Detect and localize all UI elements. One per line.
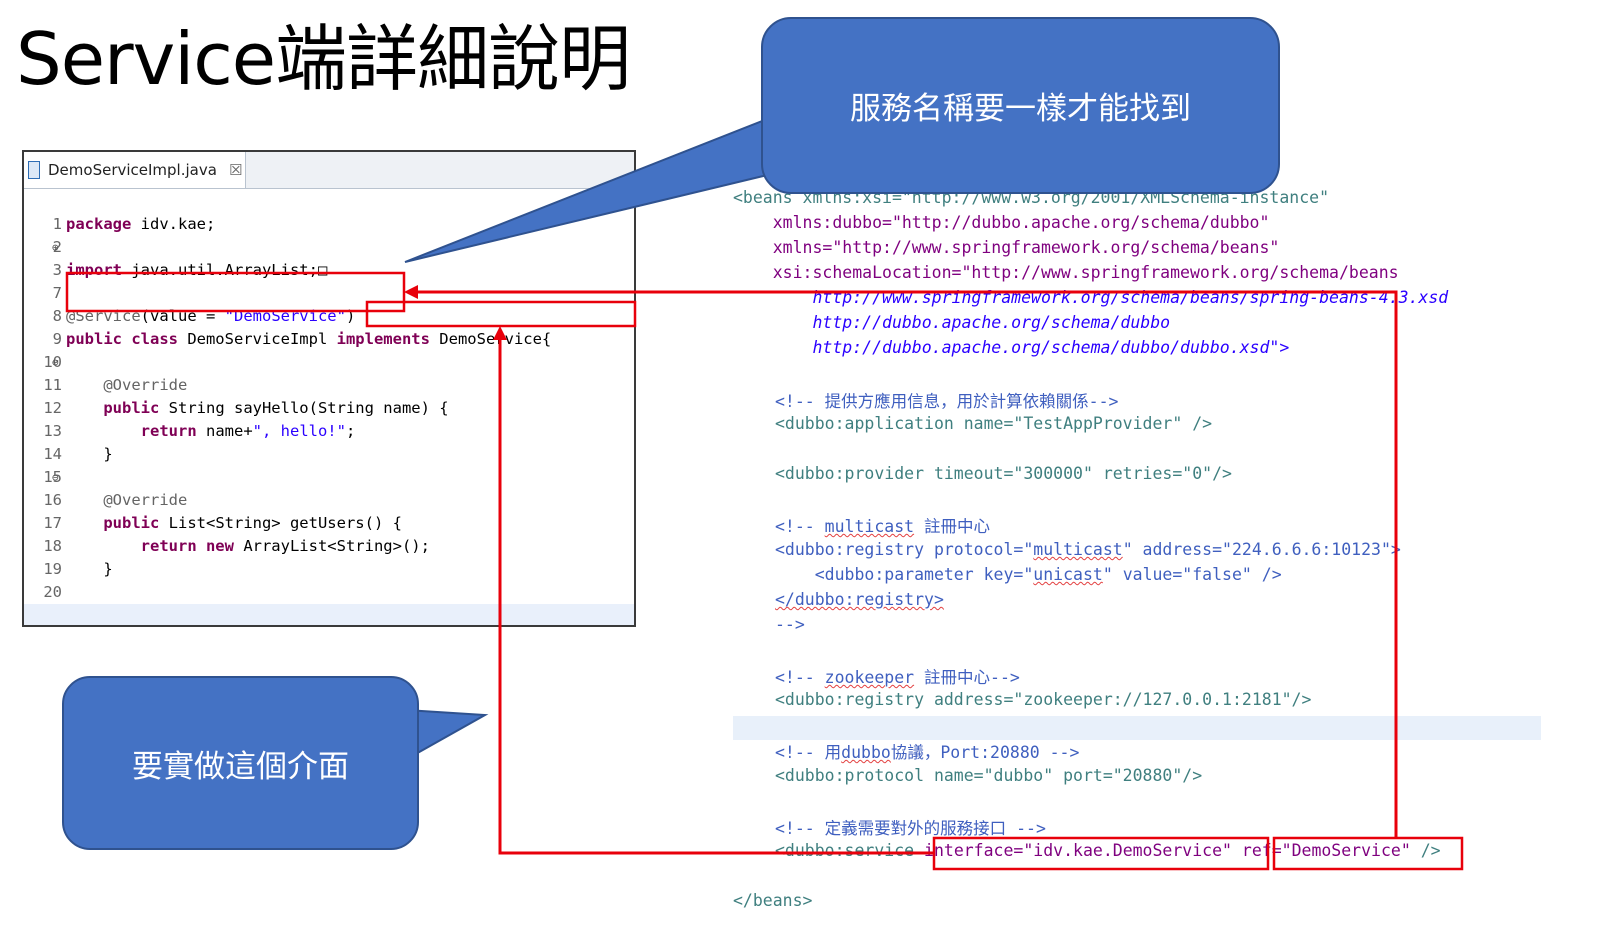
code-line-21: 21} xyxy=(24,581,634,624)
code-line-10: 10 xyxy=(43,353,62,371)
xml-line-registry-close: </dubbo:registry> xyxy=(775,590,944,609)
code-line-11: 11⊖ @Override xyxy=(24,351,634,394)
current-line-highlight xyxy=(733,716,1541,740)
code-line-22: 22 xyxy=(24,604,634,625)
xml-line-schema-url-1: http://www.springframework.org/schema/be… xyxy=(733,288,1449,307)
xml-line-xmlns-dubbo: xmlns:dubbo="http://dubbo.apache.org/sch… xyxy=(733,213,1270,232)
callout-implement-interface: 要實做這個介面 xyxy=(62,676,419,850)
expand-fold-icon[interactable]: ⊕ xyxy=(52,241,59,254)
xml-comment-zookeeper: <!-- zookeeper 註冊中心--> xyxy=(775,668,1020,687)
xml-comment-service: <!-- 定義需要對外的服務接口 --> xyxy=(775,819,1046,838)
code-line-13: 13 return name+", hello!"; xyxy=(43,422,356,440)
editor-tab-bar: DemoServiceImpl.java ☒ xyxy=(24,152,634,189)
editor-tab-label: DemoServiceImpl.java xyxy=(48,161,217,179)
xml-line-schema-location: xsi:schemaLocation="http://www.springfra… xyxy=(733,263,1399,282)
xml-line-registry-multicast: <dubbo:registry protocol="multicast" add… xyxy=(775,540,1401,559)
xml-line-protocol: <dubbo:protocol name="dubbo" port="20880… xyxy=(775,766,1203,785)
xml-line-provider: <dubbo:provider timeout="300000" retries… xyxy=(775,464,1232,483)
code-line-20: 20 xyxy=(43,583,62,601)
code-line-17: 17 public List<String> getUsers() { xyxy=(43,514,402,532)
xml-line-parameter: <dubbo:parameter key="unicast" value="fa… xyxy=(775,565,1282,584)
code-line-19: 19 } xyxy=(43,560,113,578)
collapse-fold-icon[interactable]: ⊖ xyxy=(52,471,59,484)
xml-comment-application: <!-- 提供方應用信息，用於計算依賴關係--> xyxy=(775,392,1119,411)
code-line-16: 16⊖ @Override xyxy=(24,466,634,509)
code-line-12: 12 public String sayHello(String name) { xyxy=(43,399,449,417)
xml-line-beans-close: </beans> xyxy=(733,891,813,910)
editor-tab-demoserviceimpl[interactable]: DemoServiceImpl.java ☒ xyxy=(24,152,246,188)
code-line-2: 2 xyxy=(52,238,62,256)
code-line-15: 15 xyxy=(43,468,62,486)
xml-comment-multicast: <!-- multicast 註冊中心 xyxy=(775,517,991,536)
xml-line-schema-url-2: http://dubbo.apache.org/schema/dubbo xyxy=(733,313,1171,332)
xml-line-schema-url-3: http://dubbo.apache.org/schema/dubbo/dub… xyxy=(733,338,1290,357)
xml-line-registry-zookeeper: <dubbo:registry address="zookeeper://127… xyxy=(775,690,1312,709)
slide-title: Service端詳細說明 xyxy=(16,17,631,101)
code-line-7: 7 xyxy=(52,284,62,302)
code-line-18: 18 return new ArrayList<String>(); xyxy=(43,537,430,555)
code-line-14: 14 } xyxy=(43,445,113,463)
code-line-8: 8@Service(value = "DemoService") xyxy=(52,307,356,325)
xml-line-service: <dubbo:service interface="idv.kae.DemoSe… xyxy=(775,841,1441,860)
xml-line-comment-close: --> xyxy=(775,615,805,634)
code-line-3: 3⊕import java.util.ArrayList;□ xyxy=(24,236,634,279)
xml-line-xmlns: xmlns="http://www.springframework.org/sc… xyxy=(733,238,1280,257)
callout-service-name: 服務名稱要一樣才能找到 xyxy=(761,17,1280,194)
java-file-icon xyxy=(28,161,40,179)
close-icon[interactable]: ☒ xyxy=(228,161,243,179)
xml-line-application: <dubbo:application name="TestAppProvider… xyxy=(775,414,1213,433)
collapse-fold-icon[interactable]: ⊖ xyxy=(52,356,59,369)
xml-comment-protocol: <!-- 用dubbo協議，Port:20880 --> xyxy=(775,743,1080,762)
